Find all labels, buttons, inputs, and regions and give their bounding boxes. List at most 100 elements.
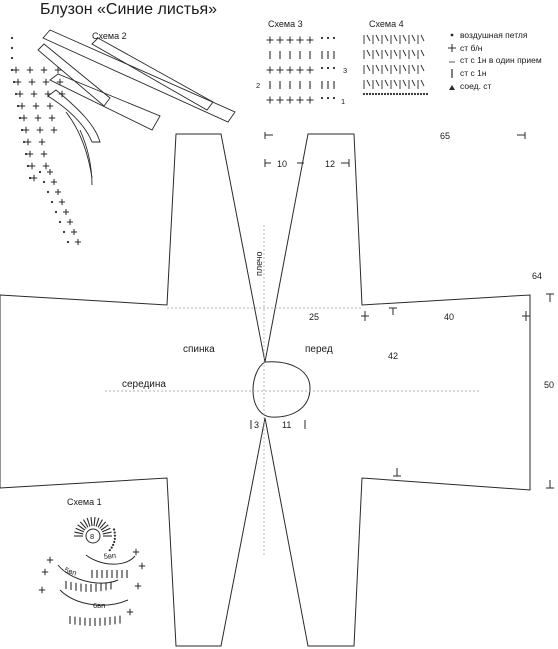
cross-icon (306, 36, 314, 44)
cross-icon (276, 96, 284, 104)
cross-icon (38, 586, 46, 594)
cross-icon (286, 66, 294, 74)
dot-icon (410, 92, 414, 96)
bar-icon (101, 527, 111, 533)
dot-icon (42, 180, 46, 184)
dot-icon (326, 96, 330, 100)
dot-icon (46, 190, 50, 194)
cross-icon (12, 66, 20, 74)
dot-icon (113, 531, 116, 534)
tied-stitch-icon (372, 79, 380, 89)
cross-icon (24, 138, 32, 146)
cross-icon (34, 114, 42, 122)
dot-icon (389, 92, 393, 96)
bar-icon (79, 521, 87, 529)
bar-icon (86, 517, 91, 527)
cross-icon (126, 608, 134, 616)
tick-64 (546, 293, 554, 302)
dot-icon (320, 66, 324, 70)
dimension-ticks (250, 132, 554, 489)
tied-stitch-icon (408, 34, 416, 44)
scheme2-strip (49, 73, 161, 131)
scheme1-center-ring (85, 528, 101, 544)
dot-icon (416, 92, 420, 96)
scheme1-center-count: 8 (90, 532, 94, 541)
cross-icon (22, 126, 30, 134)
bar-icon (97, 519, 103, 528)
dot-icon (383, 92, 387, 96)
dot-icon (422, 92, 426, 96)
scheme1-motif: 8 5вп 5вп 6вп (38, 517, 146, 626)
tied-stitch-icon (363, 64, 371, 74)
scheme3-row-2: 2 (256, 81, 260, 90)
scheme3-row-3: 3 (343, 66, 347, 75)
tick-side-left (361, 311, 369, 321)
tied-stitch-icon (363, 79, 371, 89)
tied-stitch-icon (399, 34, 407, 44)
dot-icon (401, 92, 405, 96)
dim-65: 65 (440, 131, 450, 141)
cross-icon (276, 36, 284, 44)
front-label: перед (305, 344, 333, 355)
cross-icon (54, 66, 62, 74)
tied-stitch-icon (399, 79, 407, 89)
cross-icon (59, 199, 65, 205)
dot-icon (419, 92, 423, 96)
scheme2-strip (47, 89, 101, 143)
tick-10-left (264, 159, 271, 167)
cross-icon (448, 44, 456, 52)
cross-icon (46, 556, 54, 564)
cross-icon (56, 78, 64, 86)
cross-icon (134, 582, 142, 590)
guide-lines (105, 225, 480, 555)
cross-icon (14, 78, 22, 86)
tick-65-right (517, 132, 526, 139)
scheme3-row-1: 1 (341, 97, 345, 106)
bar-icon (100, 524, 109, 531)
bar-icon (75, 527, 85, 533)
bar-icon (74, 531, 84, 535)
cross-icon (16, 90, 24, 98)
dot-icon (113, 534, 117, 537)
dot-icon (58, 220, 62, 224)
dot-icon (12, 80, 16, 84)
dot-icon (395, 92, 399, 96)
tied-stitch-icon (408, 79, 416, 89)
scheme1-chain-label: 5вп (103, 551, 116, 561)
dim-12: 12 (325, 159, 335, 169)
cross-icon (36, 126, 44, 134)
dot-icon (113, 537, 116, 540)
tied-stitch-icon (372, 64, 380, 74)
dot-icon (404, 92, 408, 96)
legend-label: воздушная петля (460, 30, 528, 40)
dot-icon (38, 170, 42, 174)
tied-stitch-icon (417, 49, 425, 59)
dim-3: 3 (254, 420, 259, 430)
cross-icon (50, 126, 58, 134)
cross-icon (266, 66, 274, 74)
tick-side-mid (389, 307, 397, 315)
dot-icon (425, 92, 429, 96)
scheme2-strip (91, 37, 214, 111)
tied-stitch-icon (390, 49, 398, 59)
cross-icon (296, 96, 304, 104)
scheme3-title: Схема 3 (268, 19, 303, 29)
cross-icon (46, 102, 54, 110)
legend-label: соед. ст (460, 81, 492, 91)
dot-icon (22, 140, 26, 144)
tied-stitch-icon (381, 79, 389, 89)
cross-icon (30, 90, 38, 98)
tied-stitch-icon (417, 34, 425, 44)
tick-12-right (341, 159, 350, 167)
dot-icon (108, 549, 111, 552)
tied-stitch-icon (399, 49, 407, 59)
cross-icon (67, 219, 73, 225)
cross-icon (18, 102, 26, 110)
dot-icon (54, 210, 58, 214)
cross-icon (26, 150, 34, 158)
dot-icon (62, 230, 66, 234)
dot-icon (380, 92, 384, 96)
tick-50 (546, 480, 554, 489)
garment-outline (0, 133, 531, 647)
scheme1-arc (85, 554, 136, 565)
